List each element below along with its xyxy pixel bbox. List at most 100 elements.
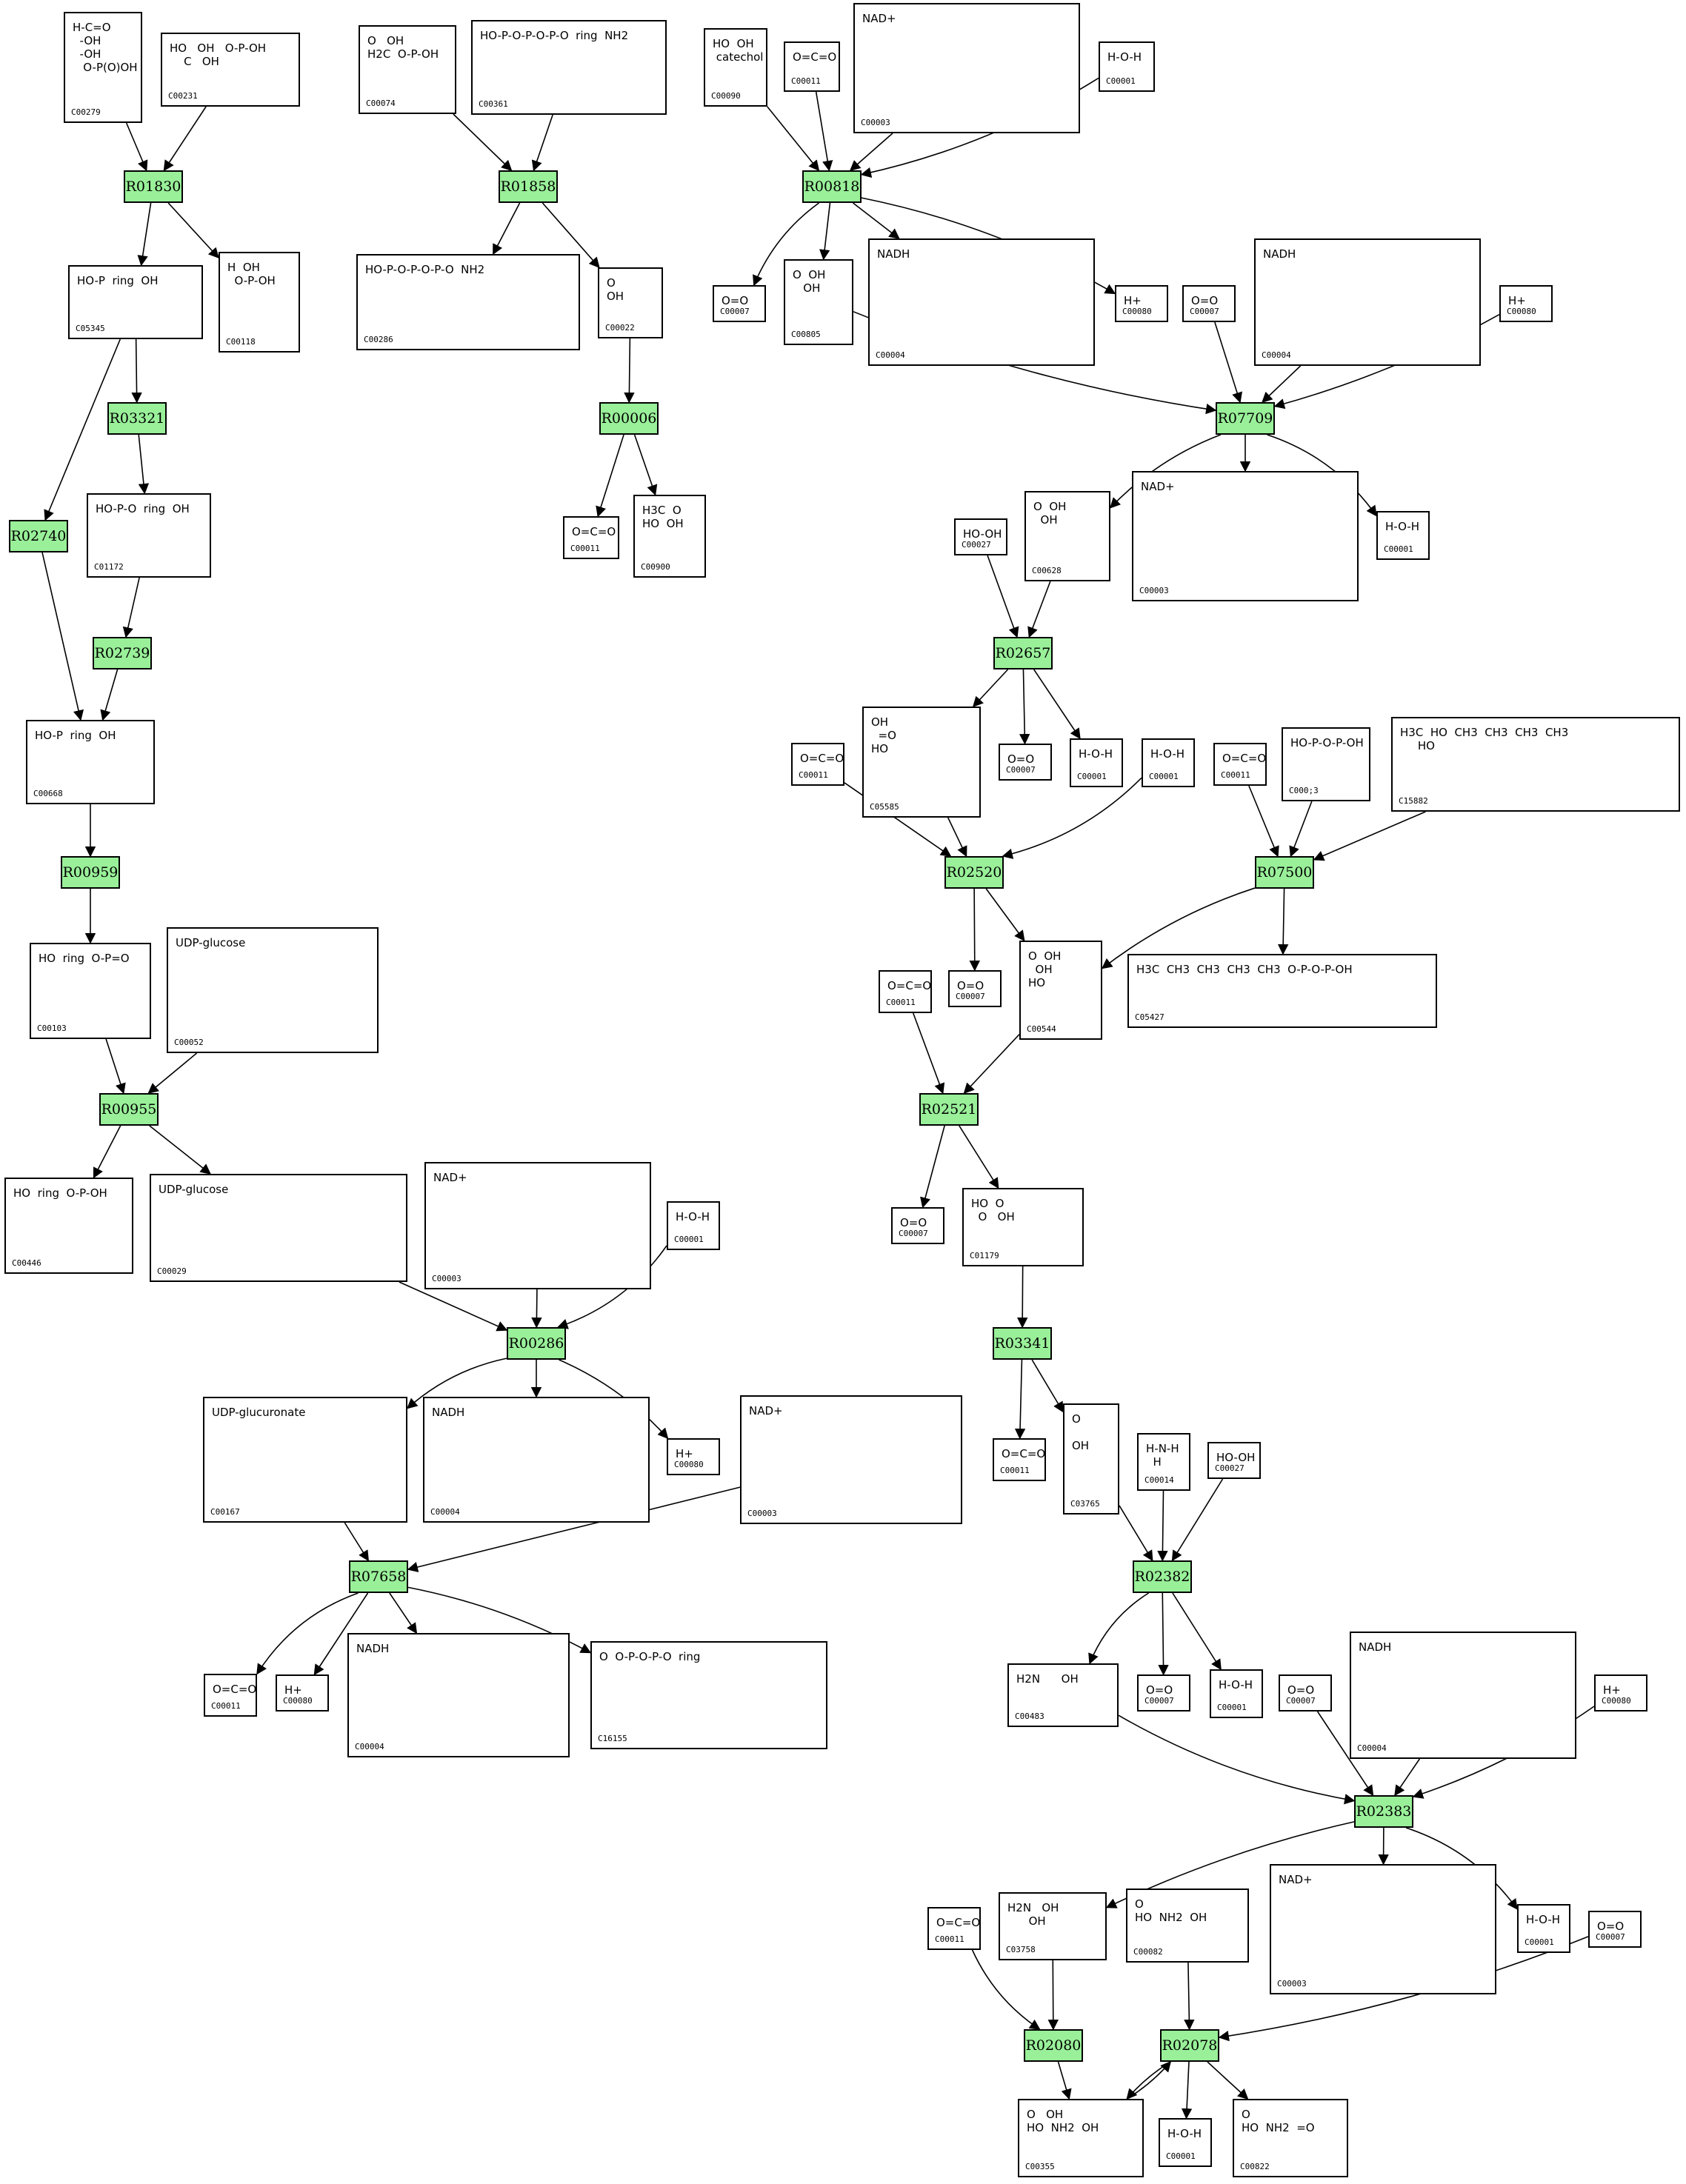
compound-box-c00003-b[interactable]: NAD+C00003 xyxy=(1132,471,1359,601)
compound-box-c00080-c[interactable]: H+C00080 xyxy=(667,1438,720,1475)
reaction-node-r00959[interactable]: R00959 xyxy=(61,856,120,889)
compound-box-c00003-d[interactable]: NAD+C00003 xyxy=(740,1395,962,1524)
reaction-node-r01858[interactable]: R01858 xyxy=(499,170,558,203)
compound-box-c00003-e[interactable]: NAD+C00003 xyxy=(1270,1864,1496,1994)
compound-box-c00003-c[interactable]: NAD+C00003 xyxy=(424,1162,651,1289)
reaction-node-r02740[interactable]: R02740 xyxy=(9,520,68,552)
reaction-node-r02383[interactable]: R02383 xyxy=(1354,1795,1413,1828)
edge-arrow xyxy=(556,1245,667,1329)
reaction-node-r02521[interactable]: R02521 xyxy=(919,1093,979,1126)
reaction-node-r02080[interactable]: R02080 xyxy=(1024,2029,1083,2062)
reaction-node-r00006[interactable]: R00006 xyxy=(599,402,659,435)
reaction-node-r07500[interactable]: R07500 xyxy=(1255,856,1314,889)
reaction-node-r02657[interactable]: R02657 xyxy=(993,637,1053,669)
compound-box-c00080-e[interactable]: H+C00080 xyxy=(1594,1674,1647,1712)
reaction-node-r02078[interactable]: R02078 xyxy=(1160,2029,1219,2062)
compound-id-label: C00007 xyxy=(956,992,985,1001)
reaction-node-r03341[interactable]: R03341 xyxy=(993,1327,1052,1360)
reaction-node-r00286[interactable]: R00286 xyxy=(507,1327,566,1360)
compound-box-c00003[interactable]: NAD+C00003 xyxy=(853,3,1080,133)
compound-box-c00080-d[interactable]: H+C00080 xyxy=(276,1674,329,1712)
compound-id-label: C00446 xyxy=(12,1258,41,1268)
reaction-node-r00955[interactable]: R00955 xyxy=(99,1093,159,1126)
reaction-node-r03321[interactable]: R03321 xyxy=(107,402,167,435)
reaction-node-r01830[interactable]: R01830 xyxy=(124,170,183,203)
compound-box-c00080-a[interactable]: H+C00080 xyxy=(1115,285,1168,322)
reaction-node-r02739[interactable]: R02739 xyxy=(93,637,152,669)
reaction-node-r00818[interactable]: R00818 xyxy=(802,170,862,203)
reaction-node-r02520[interactable]: R02520 xyxy=(944,856,1004,889)
edge-arrow xyxy=(963,1034,1020,1095)
reaction-node-r07709[interactable]: R07709 xyxy=(1216,402,1275,435)
reaction-node-r02382[interactable]: R02382 xyxy=(1133,1560,1192,1593)
edge-arrow xyxy=(1101,887,1256,969)
reaction-node-r07658[interactable]: R07658 xyxy=(349,1560,408,1593)
compound-box-c00080-b[interactable]: H+C00080 xyxy=(1499,285,1553,322)
